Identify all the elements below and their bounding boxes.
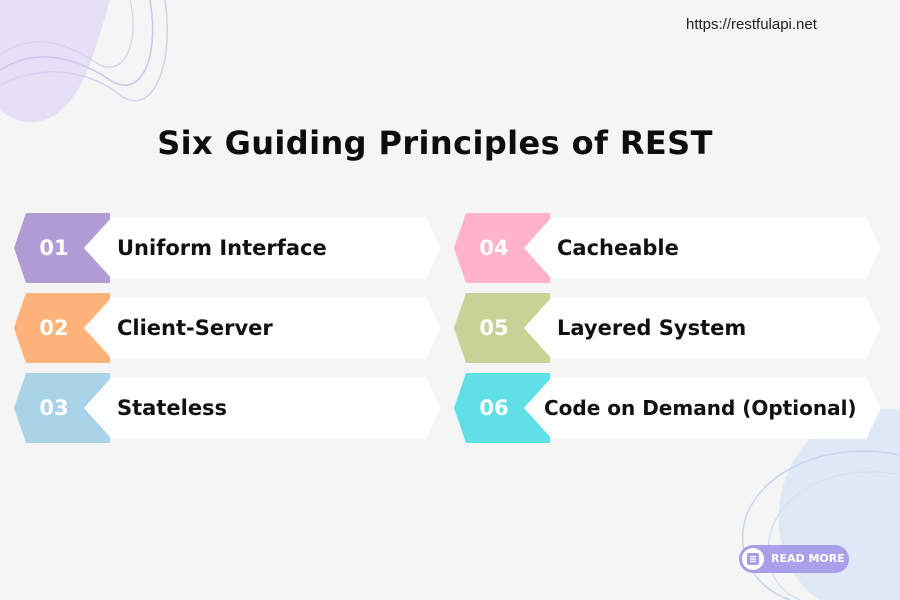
- principle-item-05-number: 05: [479, 316, 509, 340]
- decor-curve-top-left-2: [0, 0, 168, 102]
- principle-item-01-card: [84, 217, 441, 279]
- principle-item-03-number: 03: [39, 396, 69, 420]
- principle-item-01: 01 Uniform Interface: [14, 213, 444, 283]
- principle-item-02: 02 Client-Server: [14, 293, 444, 363]
- principle-item-03-shape: [14, 373, 441, 443]
- principle-item-04-card: [524, 217, 881, 279]
- principle-item-04-number: 04: [479, 236, 509, 260]
- principle-item-05-label: Layered System: [557, 316, 747, 340]
- site-url[interactable]: https://restfulapi.net: [686, 16, 817, 33]
- principle-item-06-card: [524, 377, 881, 439]
- principle-item-01-label: Uniform Interface: [117, 236, 327, 260]
- document-list-icon: [742, 548, 764, 570]
- principle-item-04-shape: [454, 213, 881, 283]
- read-more-label: READ MORE: [771, 552, 845, 565]
- decor-curve-bottom-right-2: [767, 471, 900, 600]
- page-title: Six Guiding Principles of REST: [157, 124, 713, 162]
- principle-item-04-label: Cacheable: [557, 236, 679, 260]
- principle-item-01-number: 01: [39, 236, 69, 260]
- principle-item-06: 06 Code on Demand (Optional): [454, 373, 884, 443]
- read-more-button[interactable]: READ MORE: [739, 545, 849, 573]
- principle-item-02-shape: [14, 293, 441, 363]
- decor-curve-top-left-1: [0, 0, 154, 86]
- principle-item-03: 03 Stateless: [14, 373, 444, 443]
- principle-item-04: 04 Cacheable: [454, 213, 884, 283]
- principle-item-06-number: 06: [479, 396, 509, 420]
- principle-item-03-badge: [14, 373, 110, 443]
- principle-item-05: 05 Layered System: [454, 293, 884, 363]
- principle-item-03-card: [84, 377, 441, 439]
- decor-blob-top-left: [0, 0, 110, 123]
- decor-curve-top-left-3: [0, 0, 134, 68]
- principle-item-05-card: [524, 297, 881, 359]
- principle-item-02-card: [84, 297, 441, 359]
- principle-item-05-badge: [454, 293, 550, 363]
- principle-item-06-badge: [454, 373, 550, 443]
- principle-item-02-badge: [14, 293, 110, 363]
- decor-curve-bottom-right-1: [742, 450, 900, 600]
- principle-item-03-label: Stateless: [117, 396, 228, 420]
- principle-item-06-label: Code on Demand (Optional): [544, 396, 857, 420]
- principle-item-06-shape: [454, 373, 881, 443]
- principle-item-01-badge: [14, 213, 110, 283]
- principle-item-01-shape: [14, 213, 441, 283]
- principle-item-05-shape: [454, 293, 881, 363]
- principle-item-02-number: 02: [39, 316, 69, 340]
- principle-item-02-label: Client-Server: [117, 316, 273, 340]
- principle-item-04-badge: [454, 213, 550, 283]
